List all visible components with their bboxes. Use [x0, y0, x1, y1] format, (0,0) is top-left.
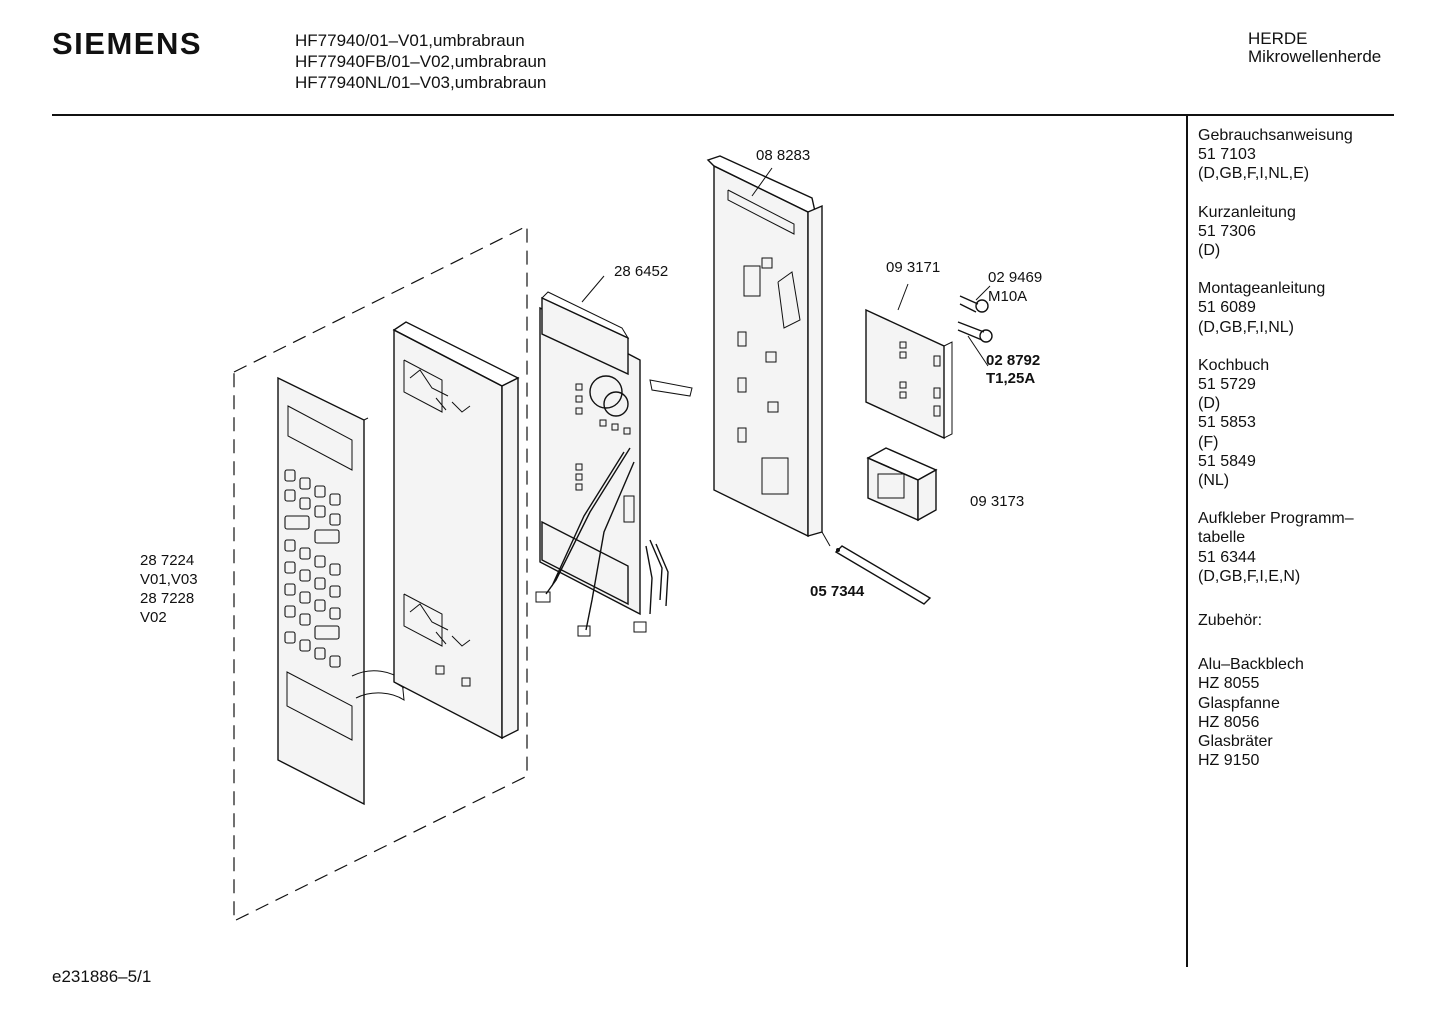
part-label: 09 3171	[886, 259, 940, 276]
sidebar-group-short-guide: Kurzanleitung 51 7306 (D)	[1198, 203, 1438, 261]
sidebar-text: Zubehör:	[1198, 612, 1263, 630]
part-label: 28 7224	[140, 552, 194, 569]
pcb-part	[535, 291, 693, 637]
sidebar-group-accessories: Alu–Backblech HZ 8055 Glaspfanne HZ 8056…	[1198, 655, 1438, 770]
header-divider	[52, 114, 1394, 116]
category-subtitle: Mikrowellenherde	[1248, 47, 1382, 66]
part-label: 28 6452	[614, 263, 668, 280]
sidebar-text: (D)	[1198, 242, 1221, 260]
mounting-frame-part	[706, 155, 831, 547]
sidebar-group-sticker: Aufkleber Programm– tabelle 51 6344 (D,G…	[1198, 509, 1438, 586]
transformer-part	[866, 447, 938, 522]
model-line: HF77940FB/01–V02,umbrabraun	[295, 52, 547, 71]
sidebar-text: Kochbuch	[1198, 356, 1270, 374]
keypad-buttons	[284, 469, 341, 668]
sidebar-group-manual: Gebrauchsanweisung 51 7103 (D,GB,F,I,NL,…	[1198, 126, 1438, 184]
drawing-code: e231886–5/1	[52, 967, 152, 986]
part-label: V02	[140, 609, 167, 626]
model-line: HF77940/01–V01,umbrabraun	[295, 31, 525, 50]
leader-lines	[581, 167, 991, 367]
part-label: T1,25A	[986, 370, 1035, 387]
sidebar-text: (D,GB,F,I,NL,E)	[1198, 165, 1310, 183]
sidebar-text: HZ 9150	[1198, 752, 1260, 770]
sidebar-text: 51 7103	[1198, 146, 1256, 164]
sidebar-text: (F)	[1198, 433, 1219, 451]
sidebar-text: (NL)	[1198, 472, 1230, 490]
module-board-part	[865, 308, 953, 440]
brand-logo: SIEMENS	[52, 26, 203, 61]
part-label: 09 3173	[970, 493, 1024, 510]
sidebar-text: Gebrauchsanweisung	[1198, 127, 1353, 144]
sidebar-group-accessories-heading: Zubehör:	[1198, 611, 1438, 630]
part-label: 08 8283	[756, 147, 810, 164]
sidebar-text: 51 6089	[1198, 299, 1256, 317]
part-label: V01,V03	[140, 571, 198, 588]
part-label: 05 7344	[810, 583, 865, 600]
panel-lower-window	[286, 671, 353, 741]
part-label: 02 8792	[986, 352, 1040, 369]
pcb-small-components	[575, 383, 635, 523]
sidebar: Gebrauchsanweisung 51 7103 (D,GB,F,I,NL,…	[1198, 126, 1438, 789]
control-panel-part	[277, 376, 405, 806]
ribbon-cable	[351, 670, 405, 702]
sidebar-text: Glasbräter	[1198, 733, 1273, 751]
sidebar-text: HZ 8056	[1198, 713, 1260, 731]
sidebar-text: (D,GB,F,I,E,N)	[1198, 567, 1301, 585]
part-label: M10A	[988, 288, 1027, 305]
fuse-part	[957, 295, 993, 343]
sidebar-text: (D,GB,F,I,NL)	[1198, 318, 1295, 336]
sidebar-text: Kurzanleitung	[1198, 203, 1296, 221]
part-label: 28 7228	[140, 590, 194, 607]
sidebar-text: (D)	[1198, 395, 1221, 413]
sidebar-text: tabelle	[1198, 529, 1246, 547]
pin-part	[834, 545, 932, 605]
part-label: 02 9469	[988, 269, 1042, 286]
sidebar-text: 51 5853	[1198, 414, 1256, 432]
sidebar-group-cookbook: Kochbuch 51 5729 (D) 51 5853 (F) 51 5849…	[1198, 356, 1438, 490]
sidebar-text: 51 5729	[1198, 376, 1256, 394]
sidebar-text: Glaspfanne	[1198, 694, 1280, 712]
sidebar-text: Aufkleber Programm–	[1198, 510, 1354, 528]
category-title: HERDE	[1248, 29, 1308, 48]
category: HERDE Mikrowellenherde	[1248, 30, 1381, 66]
sidebar-text: HZ 8055	[1198, 675, 1260, 693]
sidebar-text: 51 5849	[1198, 452, 1256, 470]
panel-display-window	[287, 405, 353, 471]
sidebar-text: Alu–Backblech	[1198, 656, 1304, 674]
sidebar-text: 51 6344	[1198, 548, 1256, 566]
sidebar-text: Montageanleitung	[1198, 280, 1326, 298]
model-line: HF77940NL/01–V03,umbrabraun	[295, 73, 547, 92]
sidebar-text: 51 7306	[1198, 222, 1256, 240]
assembly-plane-outline	[233, 225, 528, 922]
sidebar-group-installation: Montageanleitung 51 6089 (D,GB,F,I,NL)	[1198, 279, 1438, 337]
sidebar-divider	[1186, 116, 1188, 967]
panel-frame-part	[392, 321, 520, 740]
model-list: HF77940/01–V01,umbrabraun HF77940FB/01–V…	[295, 30, 546, 93]
